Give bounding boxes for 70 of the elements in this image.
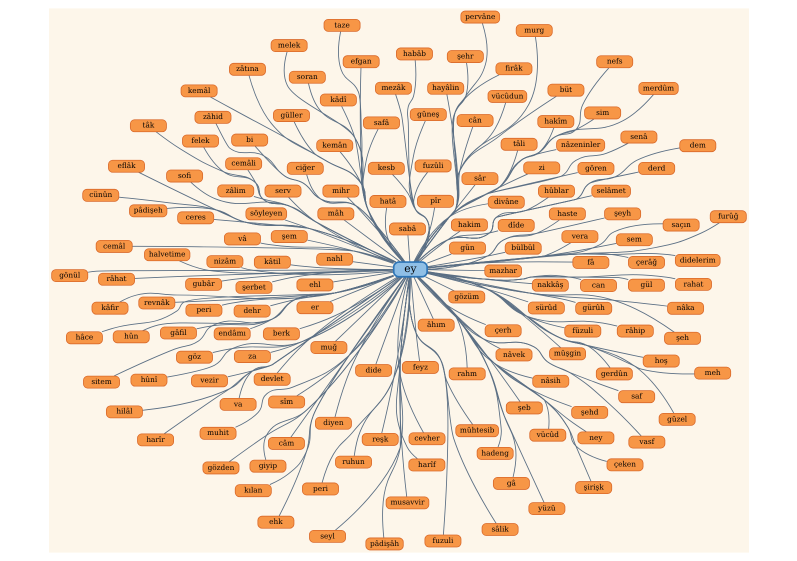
connector: [362, 128, 403, 262]
connector: [416, 172, 639, 262]
connector: [426, 272, 674, 333]
connector: [396, 276, 424, 434]
node-box: ey: [392, 261, 428, 278]
connector: [249, 274, 394, 330]
connector: [424, 276, 454, 292]
connector: [374, 276, 408, 365]
connector: [142, 274, 394, 332]
connector: [202, 146, 395, 262]
connector: [178, 260, 394, 274]
connector: [228, 276, 406, 462]
connector: [426, 223, 663, 268]
connector: [276, 276, 398, 374]
connector: [268, 276, 405, 486]
connector: [416, 148, 680, 262]
connector: [329, 276, 394, 302]
connector: [284, 219, 394, 263]
connector: [406, 60, 430, 262]
connector: [408, 276, 473, 426]
connector: [271, 269, 394, 282]
connector: [296, 276, 406, 396]
connector: [426, 269, 485, 272]
connector: [278, 276, 405, 517]
connector: [190, 182, 395, 262]
connector: [155, 131, 395, 262]
connector: [306, 174, 405, 262]
connector: [412, 276, 434, 320]
connector: [221, 275, 394, 306]
connector: [414, 184, 476, 262]
connector: [418, 230, 460, 262]
connector: [246, 169, 395, 262]
connector: [426, 272, 668, 307]
connector: [353, 276, 410, 456]
connector: [426, 252, 506, 268]
connector: [426, 254, 452, 264]
connector: [426, 271, 561, 348]
connector: [298, 276, 400, 330]
connector: [196, 274, 394, 330]
connector: [270, 276, 402, 353]
connector: [426, 272, 618, 327]
connector: [212, 218, 396, 262]
connector: [288, 196, 394, 264]
connector: [332, 272, 394, 282]
connector: [426, 272, 644, 358]
connector: [238, 276, 400, 399]
connector: [220, 269, 394, 282]
connector: [426, 272, 610, 368]
connector: [426, 272, 694, 374]
connector: [414, 174, 528, 262]
connector: [240, 267, 394, 276]
connector: [226, 276, 400, 378]
connector: [306, 240, 394, 264]
connector: [426, 272, 674, 414]
connector: [334, 276, 403, 342]
connector: [334, 276, 405, 418]
connector: [426, 243, 616, 268]
connector: [406, 234, 410, 262]
connector: [346, 196, 404, 262]
connector: [269, 274, 394, 306]
connector: [391, 174, 430, 262]
connector: [321, 276, 410, 484]
connector: [426, 252, 628, 268]
connector: [394, 94, 430, 262]
connector: [342, 219, 400, 262]
connector: [414, 172, 578, 262]
connector: [290, 276, 406, 438]
connector: [352, 261, 394, 268]
connector: [252, 196, 395, 262]
connector: [410, 276, 420, 362]
